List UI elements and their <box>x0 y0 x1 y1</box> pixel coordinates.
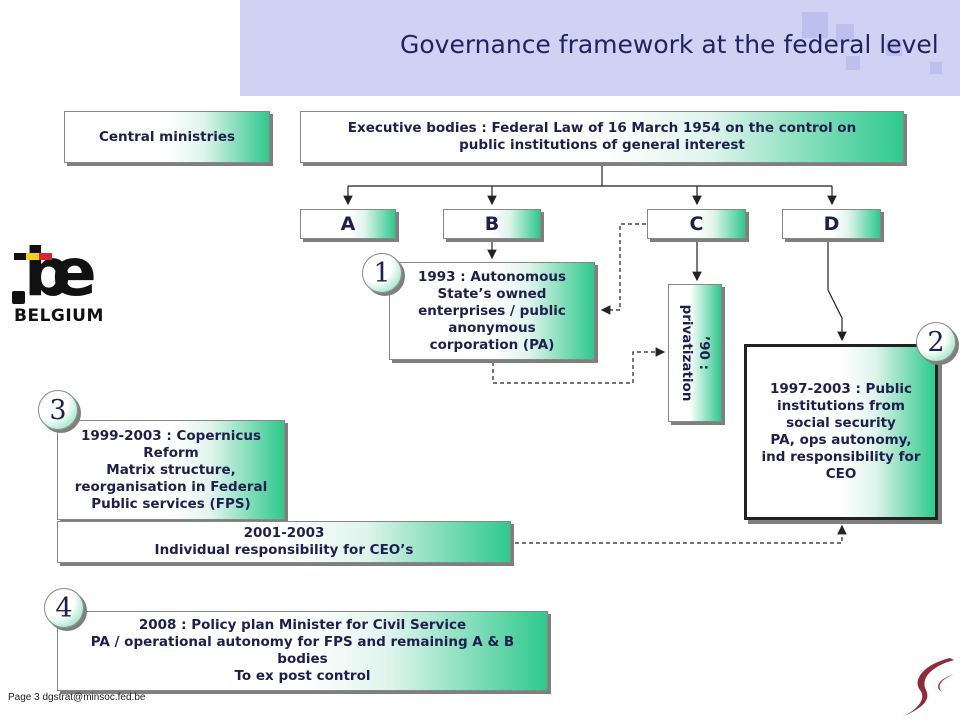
privatization-line-2: privatization <box>679 304 695 402</box>
social-security-line-6: CEO <box>825 466 857 482</box>
central-ministries-label: Central ministries <box>98 128 236 145</box>
ceo-responsibility-box: 2001-2003 Individual responsibility for … <box>57 521 511 563</box>
step-badge-2: 2 <box>916 322 956 362</box>
social-security-line-2: institutions from <box>777 398 905 414</box>
swoosh-logo <box>900 658 956 718</box>
autonomous-enterprises-line-1: 1993 : Autonomous <box>417 268 567 285</box>
header-band <box>240 0 960 96</box>
header-decoration <box>886 40 902 56</box>
connector-1993-privatization-dashed <box>492 347 666 384</box>
logo-flag-stripe <box>14 253 52 260</box>
privatization-box: ’90 : privatization <box>668 284 722 422</box>
category-b-box: B <box>443 209 541 239</box>
copernicus-line-2: Reform <box>143 444 199 461</box>
privatization-text: ’90 : privatization <box>678 284 712 422</box>
category-c-box: C <box>647 209 746 239</box>
category-a-box: A <box>300 209 396 239</box>
ceo-responsibility-line-1: 2001-2003 <box>243 525 325 541</box>
header-decoration <box>802 12 828 38</box>
social-security-line-3: social security <box>786 415 896 431</box>
category-b-label: B <box>484 212 500 235</box>
autonomous-enterprises-line-4: anonymous <box>448 319 536 336</box>
category-a-label: A <box>340 212 356 235</box>
footer-text: Page 3 dgstrat@minsoc.fed.be <box>8 692 146 703</box>
category-d-label: D <box>823 212 840 235</box>
connector-d-1997 <box>827 240 847 342</box>
copernicus-line-5: Public services (FPS) <box>91 495 251 512</box>
category-c-label: C <box>689 212 704 235</box>
privatization-line-1: ’90 : <box>696 335 712 370</box>
social-security-line-1: 1997-2003 : Public <box>770 381 912 397</box>
step-badge-3: 3 <box>38 390 78 430</box>
category-d-box: D <box>782 209 881 239</box>
policy-plan-line-3: bodies <box>277 651 328 667</box>
step-badge-1: 1 <box>362 253 402 293</box>
executive-bodies-line-2: public institutions of general interest <box>459 137 745 153</box>
copernicus-line-1: 1999-2003 : Copernicus <box>80 427 262 444</box>
logo-letter-e: e <box>52 234 97 311</box>
ceo-responsibility-line-2: Individual responsibility for CEO’s <box>154 542 414 558</box>
header-decoration <box>930 62 942 74</box>
autonomous-enterprises-box: 1993 : Autonomous State’s owned enterpri… <box>389 262 595 360</box>
autonomous-enterprises-line-5: corporation (PA) <box>429 336 555 353</box>
copernicus-line-3: Matrix structure, <box>106 461 236 478</box>
step-badge-4: 4 <box>44 588 84 628</box>
policy-plan-line-2: PA / operational autonomy for FPS and re… <box>90 634 515 650</box>
autonomous-enterprises-line-3: enterprises / public <box>418 302 566 319</box>
policy-plan-line-1: 2008 : Policy plan Minister for Civil Se… <box>138 617 467 633</box>
central-ministries-box: Central ministries <box>64 111 270 163</box>
header-decoration <box>836 24 854 42</box>
logo-dot <box>12 291 25 304</box>
copernicus-reform-box: 1999-2003 : Copernicus Reform Matrix str… <box>57 420 285 520</box>
page-title: Governance framework at the federal leve… <box>400 30 939 59</box>
autonomous-enterprises-line-2: State’s owned <box>437 285 547 302</box>
executive-bodies-line-1: Executive bodies : Federal Law of 16 Mar… <box>347 120 857 136</box>
policy-plan-box: 2008 : Policy plan Minister for Civil Se… <box>57 611 548 691</box>
copernicus-line-4: reorganisation in Federal <box>74 478 268 495</box>
executive-bodies-box: Executive bodies : Federal Law of 16 Mar… <box>300 111 904 163</box>
social-security-institutions-box: 1997-2003 : Public institutions from soc… <box>744 344 938 520</box>
connector-c-1993-dashed <box>600 223 646 315</box>
social-security-line-5: ind responsibility for <box>761 449 921 465</box>
policy-plan-line-4: To ex post control <box>234 668 371 684</box>
connector-2001-1997-dashed <box>515 524 847 544</box>
logo-letter-b: b <box>24 234 71 311</box>
social-security-line-4: PA, ops autonomy, <box>770 432 912 448</box>
logo-wordmark: BELGIUM <box>14 306 104 326</box>
header-decoration <box>846 56 860 70</box>
